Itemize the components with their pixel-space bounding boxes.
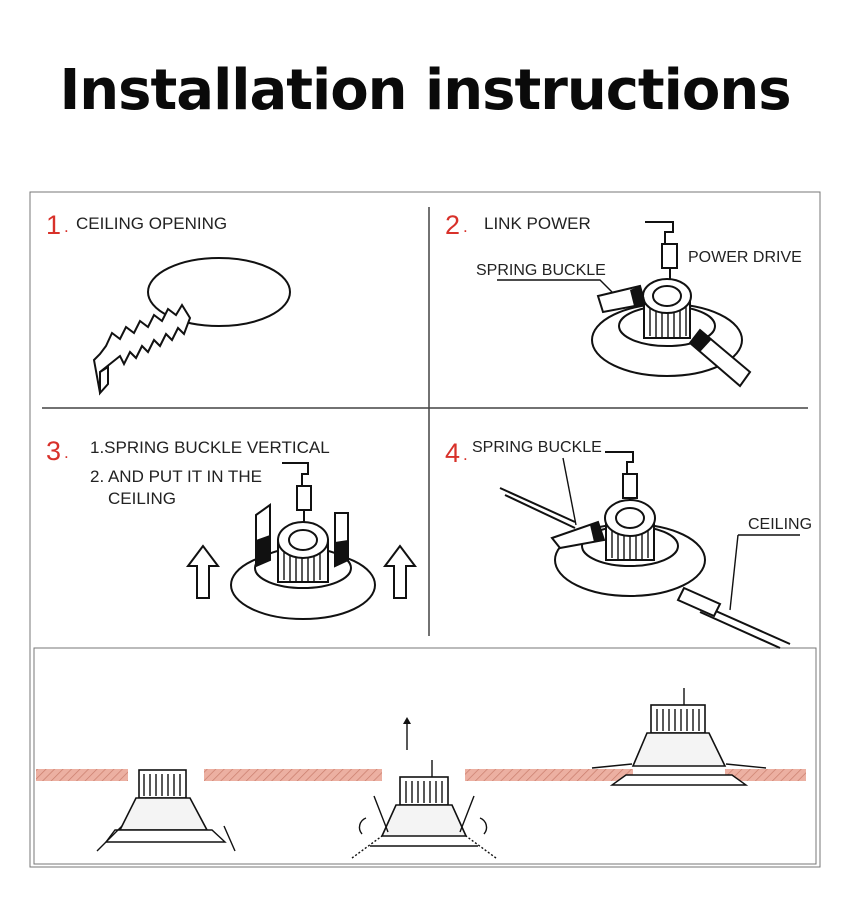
arrow-up-icon-right [383,544,417,599]
downlight-installed [591,688,767,786]
callout-spring-buckle-4: SPRING BUCKLE [472,439,602,456]
downlight-icon-3 [230,503,376,620]
callout-power-drive: POWER DRIVE [688,249,802,266]
ceiling-hole [147,257,291,327]
arrow-up-small-icon [403,717,411,724]
step-1: 1 . CEILING OPENING [46,210,291,396]
step-2: 2 . LINK POWER POWER DRIVE SPRING BUCKLE [445,210,802,388]
svg-text:.: . [64,443,69,462]
wire-connector-icon-3 [282,462,312,522]
downlight-icon [591,278,752,388]
downlight-inserting [351,717,497,859]
step-3: 3 . 1.SPRING BUCKLE VERTICAL 2. AND PUT … [46,436,417,620]
step-3-number: 3 [46,436,61,466]
step-1-number: 1 [46,210,61,240]
downlight-below-ceiling [96,769,236,852]
svg-text:.: . [463,445,468,464]
svg-text:.: . [64,217,69,236]
step-3-line-1: 1.SPRING BUCKLE VERTICAL [90,438,330,457]
step-1-label: CEILING OPENING [76,214,227,233]
bottom-panel [33,647,817,865]
step-2-label: LINK POWER [484,214,591,233]
wire-connector-icon [645,221,678,282]
svg-text:.: . [463,217,468,236]
bottom-sequence [36,688,806,859]
saw-icon [92,303,192,396]
step-3-line-2: 2. AND PUT IT IN THE [90,467,262,486]
step-3-line-3: CEILING [108,489,176,508]
downlight-icon-4 [550,499,722,618]
arrow-up-icon-left [186,544,220,599]
ceiling-board-2 [204,769,382,781]
step-4-number: 4 [445,438,460,468]
callout-ceiling: CEILING [748,516,812,533]
ceiling-board-3 [465,769,633,781]
ceiling-board-4 [725,769,806,781]
step-2-number: 2 [445,210,460,240]
page-title: Installation instructions [59,58,791,123]
diagram-frame [29,191,821,868]
ceiling-board-1 [36,769,128,781]
step-4: 4 . SPRING BUCKLE CEILING [445,438,812,649]
callout-spring-buckle: SPRING BUCKLE [476,262,606,279]
